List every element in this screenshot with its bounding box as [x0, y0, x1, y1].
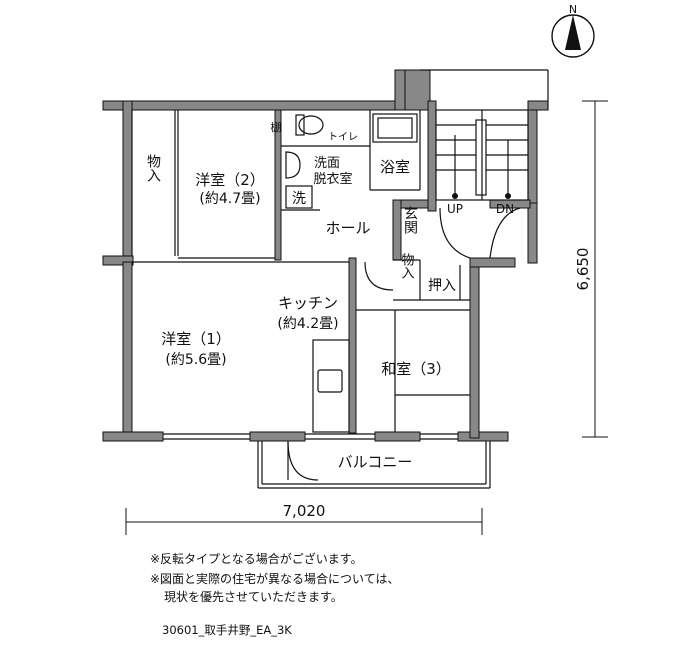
- hall-label: ホール: [325, 219, 370, 237]
- closet-left-label: 物入: [145, 154, 161, 182]
- north-label: N: [569, 3, 577, 16]
- stairs-down-label: DN: [496, 202, 514, 216]
- oshiire-label: 押入: [428, 278, 456, 294]
- walls: [102, 69, 549, 442]
- dimension-lines: [125, 100, 608, 535]
- north-arrow-icon: N: [551, 3, 595, 58]
- bath-label: 浴室: [380, 158, 410, 176]
- width-dimension: 7,020: [283, 502, 326, 520]
- entrance-label: 玄関: [402, 205, 418, 235]
- stair-markers: [452, 193, 511, 199]
- washroom-label-1: 洗面: [314, 156, 340, 171]
- note-line-2: ※図面と実際の住宅が異なる場合については、: [150, 572, 400, 586]
- japanese-3-label: 和室（3）: [381, 360, 451, 378]
- washroom-label-2: 脱衣室: [313, 171, 352, 187]
- storage-small-label: 物入: [399, 253, 415, 279]
- western-1-label: 洋室（1）: [161, 330, 231, 348]
- shelf-label: 棚: [271, 120, 282, 134]
- balcony-label: バルコニー: [338, 453, 413, 471]
- kitchen-label: キッチン: [278, 294, 338, 312]
- plan-code: 30601_取手井野_EA_3K: [162, 623, 292, 637]
- height-dimension: 6,650: [574, 248, 592, 291]
- partitions: [131, 69, 549, 489]
- room-labels: 物入 洋室（2） (約4.7畳) 棚 トイレ 洗面 脱衣室 洗 浴室 ホール 玄…: [145, 120, 514, 471]
- stairs-up-label: UP: [447, 202, 463, 216]
- western-1-size: (約5.6畳): [165, 352, 226, 368]
- note-line-3: 現状を優先させていただきます。: [164, 590, 343, 604]
- western-2-label: 洋室（2）: [195, 171, 265, 189]
- washer-label: 洗: [292, 191, 306, 207]
- western-2-size: (約4.7畳): [199, 191, 260, 207]
- toilet-label: トイレ: [328, 132, 358, 143]
- kitchen-size: (約4.2畳): [277, 316, 338, 332]
- note-line-1: ※反転タイプとなる場合がございます。: [150, 552, 363, 566]
